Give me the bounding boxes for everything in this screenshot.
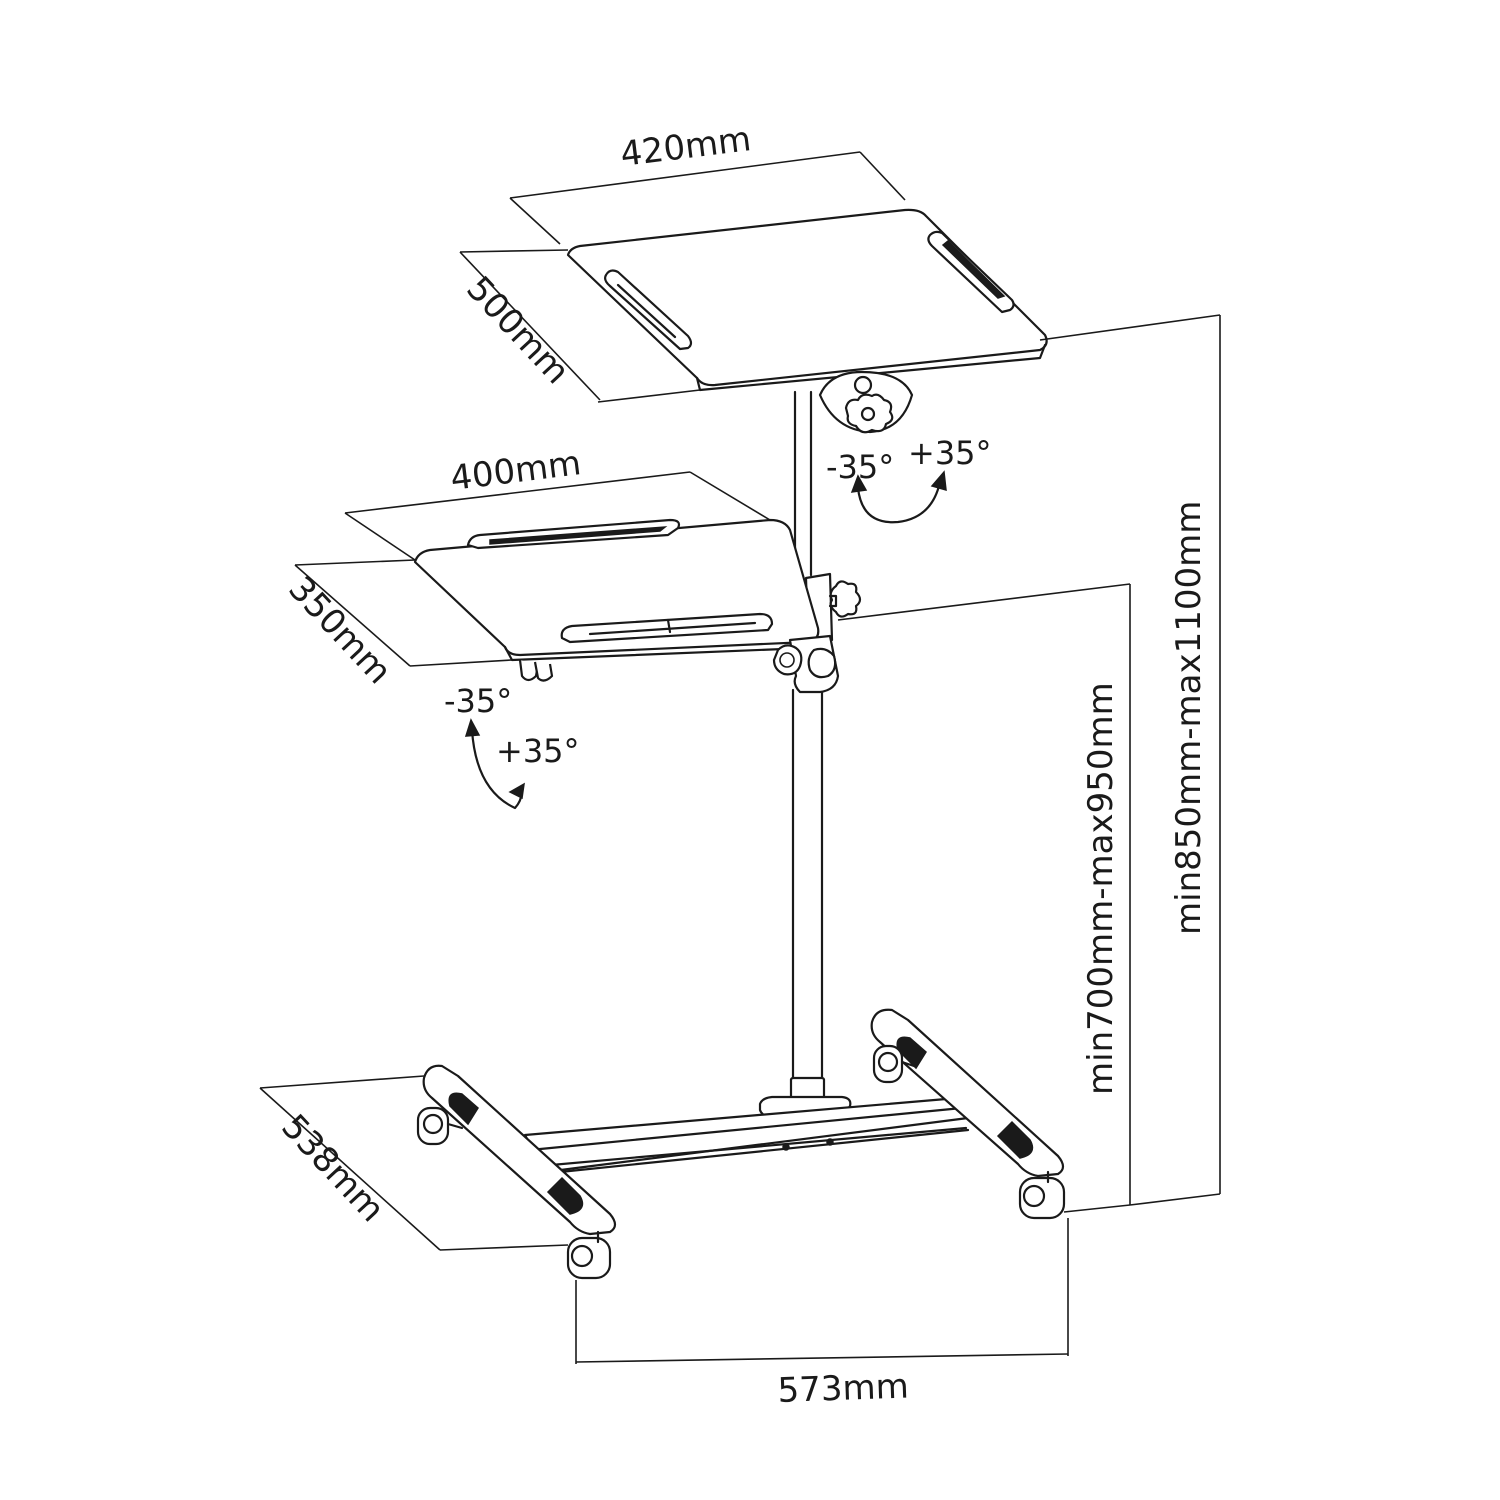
label-top-tilt-plus: +35°: [908, 434, 992, 472]
label-lower-tilt-minus: -35°: [444, 682, 512, 720]
dimension-lines: [259, 151, 1221, 1364]
right-base-leg: [870, 1008, 1066, 1220]
label-base-width: 573mm: [777, 1366, 909, 1411]
label-lower-tray-width: 400mm: [448, 443, 583, 499]
label-lower-tray-height: min700mm-max950mm: [1081, 682, 1121, 1095]
label-base-depth: 538mm: [273, 1107, 392, 1230]
label-lower-tray-depth: 350mm: [280, 569, 399, 692]
lower-tilt-arrow: [464, 718, 525, 810]
top-tilt-arrow: [850, 470, 947, 524]
height-adjust-knob: [828, 580, 862, 618]
top-tilt-joint: [818, 370, 914, 434]
label-top-tilt-minus: -35°: [826, 448, 894, 486]
left-base-leg: [416, 1064, 617, 1280]
label-top-tray-width: 420mm: [618, 119, 753, 175]
label-top-tray-height: min850mm-max1100mm: [1169, 501, 1209, 935]
center-pole: [758, 390, 852, 1120]
base-crossbar: [523, 1096, 970, 1174]
label-top-tray-depth: 500mm: [458, 269, 577, 392]
top-tray: [566, 208, 1048, 392]
label-lower-tilt-plus: +35°: [496, 732, 580, 770]
lower-tray: [413, 518, 840, 694]
